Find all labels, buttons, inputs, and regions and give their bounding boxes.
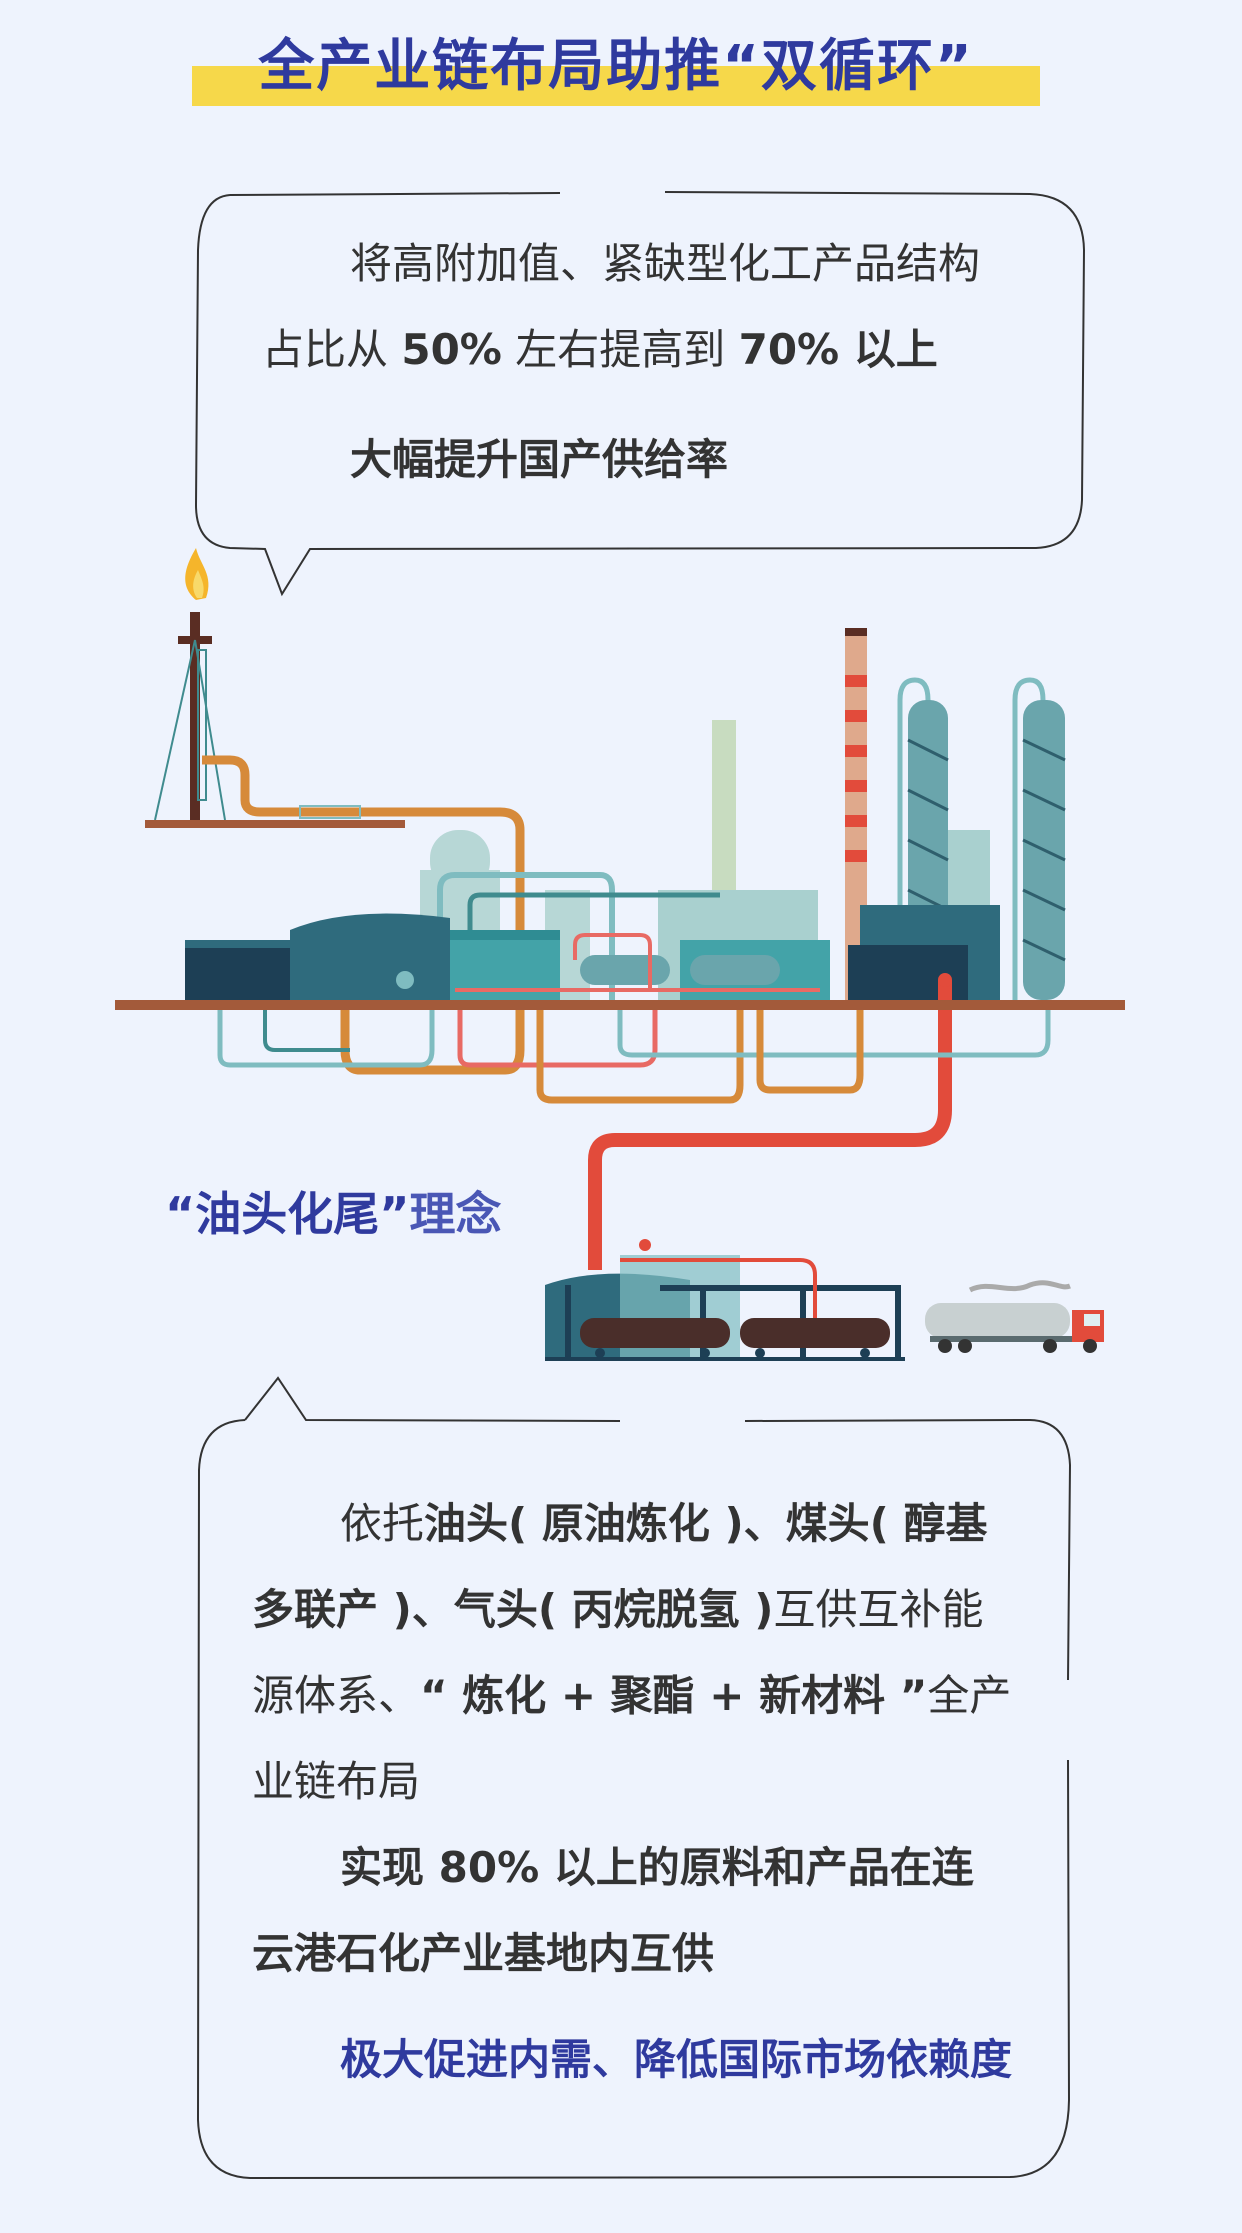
bottom-p1-l3-c: 全产 <box>927 1671 1012 1720</box>
title-highlight-bar <box>192 66 1040 106</box>
top-box-line-2-a: 占比从 <box>262 325 402 374</box>
top-box-line-1: 将高附加值、紧缺型化工产品结构 <box>350 239 981 288</box>
top-box-line-2-b: 50% <box>401 325 502 374</box>
bottom-p2-line-2: 云港石化产业基地内互供 <box>252 1929 715 1978</box>
bottom-p1-l1-a: 依托 <box>340 1499 425 1548</box>
bottom-p1-l3-a: 源体系、 <box>252 1671 421 1720</box>
top-box-line-2-c: 左右提高到 <box>501 325 739 374</box>
page-title: 全产业链布局助推“双循环” <box>258 34 974 99</box>
bottom-p3-highlight: 极大促进内需、降低国际市场依赖度 <box>340 2035 1013 2084</box>
bottom-p1-line-4: 业链布局 <box>252 1757 421 1806</box>
bottom-p1-l2-b: 互供互补能 <box>773 1585 984 1634</box>
top-box-line-2: 占比从 50% 左右提高到 70% 以上 <box>262 316 938 377</box>
top-box-line-3: 大幅提升国产供给率 <box>350 435 729 484</box>
bottom-p1-l1-b: 油头( 原油炼化 )、煤头( 醇基 <box>424 1499 988 1548</box>
bottom-p1-l2-a: 多联产 )、气头( 丙烷脱氢 ) <box>252 1585 774 1634</box>
bottom-bubble-outline <box>196 1376 1072 2180</box>
bottom-p2-line-1: 实现 80% 以上的原料和产品在连 <box>340 1843 974 1892</box>
top-bubble-outline <box>194 191 1086 597</box>
concept-label: “油头化尾”理念 <box>165 1178 501 1244</box>
top-box-line-2-d: 70% 以上 <box>738 325 938 374</box>
tanker-truck-icon <box>925 1280 1104 1353</box>
bottom-p1-line-3: 源体系、“ 炼化 + 聚酯 + 新材料 ”全产 <box>252 1662 1011 1723</box>
title-banner: 全产业链布局助推“双循环” <box>192 26 1040 108</box>
bottom-p1-l3-b: “ 炼化 + 聚酯 + 新材料 ” <box>420 1671 928 1720</box>
flare-stack-icon <box>145 548 405 828</box>
bottom-p1-line-2: 多联产 )、气头( 丙烷脱氢 )互供互补能 <box>252 1576 983 1637</box>
concept-tail: 理念 <box>409 1187 502 1241</box>
tank-car-train-icon <box>545 1239 905 1361</box>
concept-quoted: “油头化尾” <box>165 1187 410 1241</box>
bottom-p1-line-1: 依托油头( 原油炼化 )、煤头( 醇基 <box>340 1490 987 1551</box>
